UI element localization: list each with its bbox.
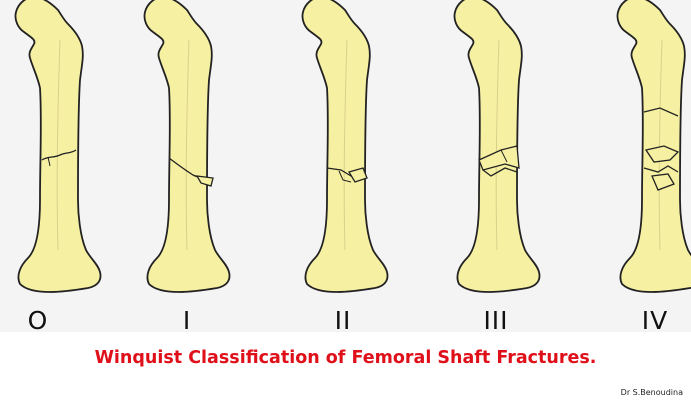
femur-grade-1 [143,0,231,293]
figure-caption: Winquist Classification of Femoral Shaft… [94,348,597,368]
fracture-line [41,149,77,161]
fracture-line [482,167,518,177]
bone-shading [658,39,663,251]
femur-grade-4 [616,0,691,293]
femur-grade-3 [453,0,541,293]
fracture-line [643,107,679,117]
bone-shading [343,39,348,251]
comminuted-fragment [644,145,680,163]
fracture-line [500,149,508,163]
grade-label-4: IV [641,306,669,335]
femur-grade-2 [301,0,389,293]
author-credit: Dr S.Benoudina [620,388,683,397]
butterfly-fragment [348,167,368,183]
butterfly-fragment [195,175,214,187]
grade-label-3: III [483,306,509,335]
bone-shading [185,39,190,251]
bone-shading [56,39,61,251]
femur-grade-0 [14,0,102,293]
comminuted-fragment [651,173,675,191]
fracture-line [643,165,679,173]
grade-label-1: I [182,306,192,335]
grade-label-0: O [27,306,49,335]
bone-shading [495,39,500,251]
fracture-line [47,156,51,167]
fracture-line [338,170,352,183]
femur-diagram [14,0,691,293]
grade-label-2: II [334,306,352,335]
